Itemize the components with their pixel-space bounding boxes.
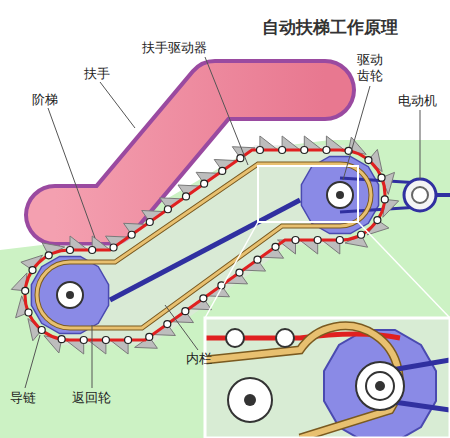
step-roller bbox=[374, 217, 381, 224]
inset-axle bbox=[244, 394, 256, 406]
leaders bbox=[25, 57, 420, 388]
guide-chain bbox=[25, 150, 385, 340]
step-roller bbox=[323, 147, 330, 154]
step-roller bbox=[378, 174, 385, 181]
step-roller bbox=[146, 218, 153, 225]
leader-line bbox=[420, 110, 421, 179]
leader-line bbox=[25, 335, 40, 388]
step-roller bbox=[237, 155, 244, 162]
step-roller bbox=[314, 237, 321, 244]
step-roller bbox=[254, 256, 261, 263]
rollers bbox=[22, 147, 389, 344]
leader-line bbox=[165, 305, 198, 350]
part-label: 返回轮 bbox=[72, 390, 122, 406]
inset-axle bbox=[375, 381, 385, 391]
step-roller bbox=[125, 337, 132, 344]
step-roller bbox=[58, 336, 65, 343]
inset-roller bbox=[226, 329, 244, 347]
part-label: 电动机 bbox=[398, 93, 448, 109]
leader-line bbox=[205, 57, 248, 165]
inset bbox=[205, 318, 450, 438]
gear-hub bbox=[327, 182, 353, 208]
gear bbox=[31, 256, 108, 333]
step-roller bbox=[102, 337, 109, 344]
step-roller bbox=[236, 269, 243, 276]
step-roller bbox=[110, 244, 117, 251]
inset-hub bbox=[356, 362, 404, 410]
step-roller bbox=[301, 147, 308, 154]
inset-frame bbox=[205, 318, 450, 438]
step-roller bbox=[182, 308, 189, 315]
part-label: 扶手驱动器 bbox=[142, 40, 232, 56]
step-roller bbox=[279, 147, 286, 154]
leader-line bbox=[343, 86, 370, 180]
leader-line bbox=[92, 325, 93, 388]
step-roller bbox=[67, 247, 74, 254]
gear-axle bbox=[66, 291, 74, 299]
step-roller bbox=[183, 193, 190, 200]
zoom-frame bbox=[258, 166, 358, 222]
zoom-line bbox=[358, 222, 450, 318]
step-roller bbox=[38, 327, 45, 334]
step-roller bbox=[45, 252, 52, 259]
drive-belt bbox=[340, 207, 420, 212]
step-roller bbox=[292, 237, 299, 244]
step-roller bbox=[25, 309, 32, 316]
part-label: 阶梯 bbox=[32, 92, 72, 108]
step-roller bbox=[381, 196, 388, 203]
step-roller bbox=[336, 237, 343, 244]
inset-hub-ring bbox=[366, 372, 394, 400]
gear-axle bbox=[336, 191, 344, 199]
motor-hub bbox=[412, 187, 428, 203]
step-roller bbox=[164, 321, 171, 328]
step-roller bbox=[128, 231, 135, 238]
leader-line bbox=[100, 82, 135, 128]
step-roller bbox=[146, 333, 153, 340]
gears bbox=[31, 156, 378, 333]
step-roller bbox=[22, 287, 29, 294]
motor bbox=[404, 179, 436, 211]
part-label: 导链 bbox=[10, 390, 50, 406]
step-roller bbox=[256, 147, 263, 154]
step-roller bbox=[201, 180, 208, 187]
leader-line bbox=[48, 108, 95, 238]
part-label: 内栏 bbox=[186, 351, 226, 367]
inner-rail bbox=[37, 164, 371, 328]
gear-hub bbox=[57, 282, 83, 308]
step-roller bbox=[219, 167, 226, 174]
inset-roller bbox=[276, 329, 294, 347]
step-roller bbox=[200, 295, 207, 302]
inset-wheel bbox=[228, 378, 272, 422]
gear-body bbox=[31, 256, 108, 333]
step-roller bbox=[80, 337, 87, 344]
step-roller bbox=[358, 231, 365, 238]
step-roller bbox=[164, 206, 171, 213]
zoom-line bbox=[205, 222, 258, 318]
part-label: 扶手 bbox=[84, 66, 124, 82]
title: 自动扶梯工作原理 bbox=[262, 16, 398, 39]
step-roller bbox=[29, 267, 36, 274]
step-roller bbox=[272, 243, 279, 250]
inner-rail-outline bbox=[37, 164, 371, 328]
part-label: 驱动 齿轮 bbox=[357, 52, 387, 84]
step-roller bbox=[365, 157, 372, 164]
motor-shaft bbox=[436, 193, 450, 197]
step-roller bbox=[89, 247, 96, 254]
